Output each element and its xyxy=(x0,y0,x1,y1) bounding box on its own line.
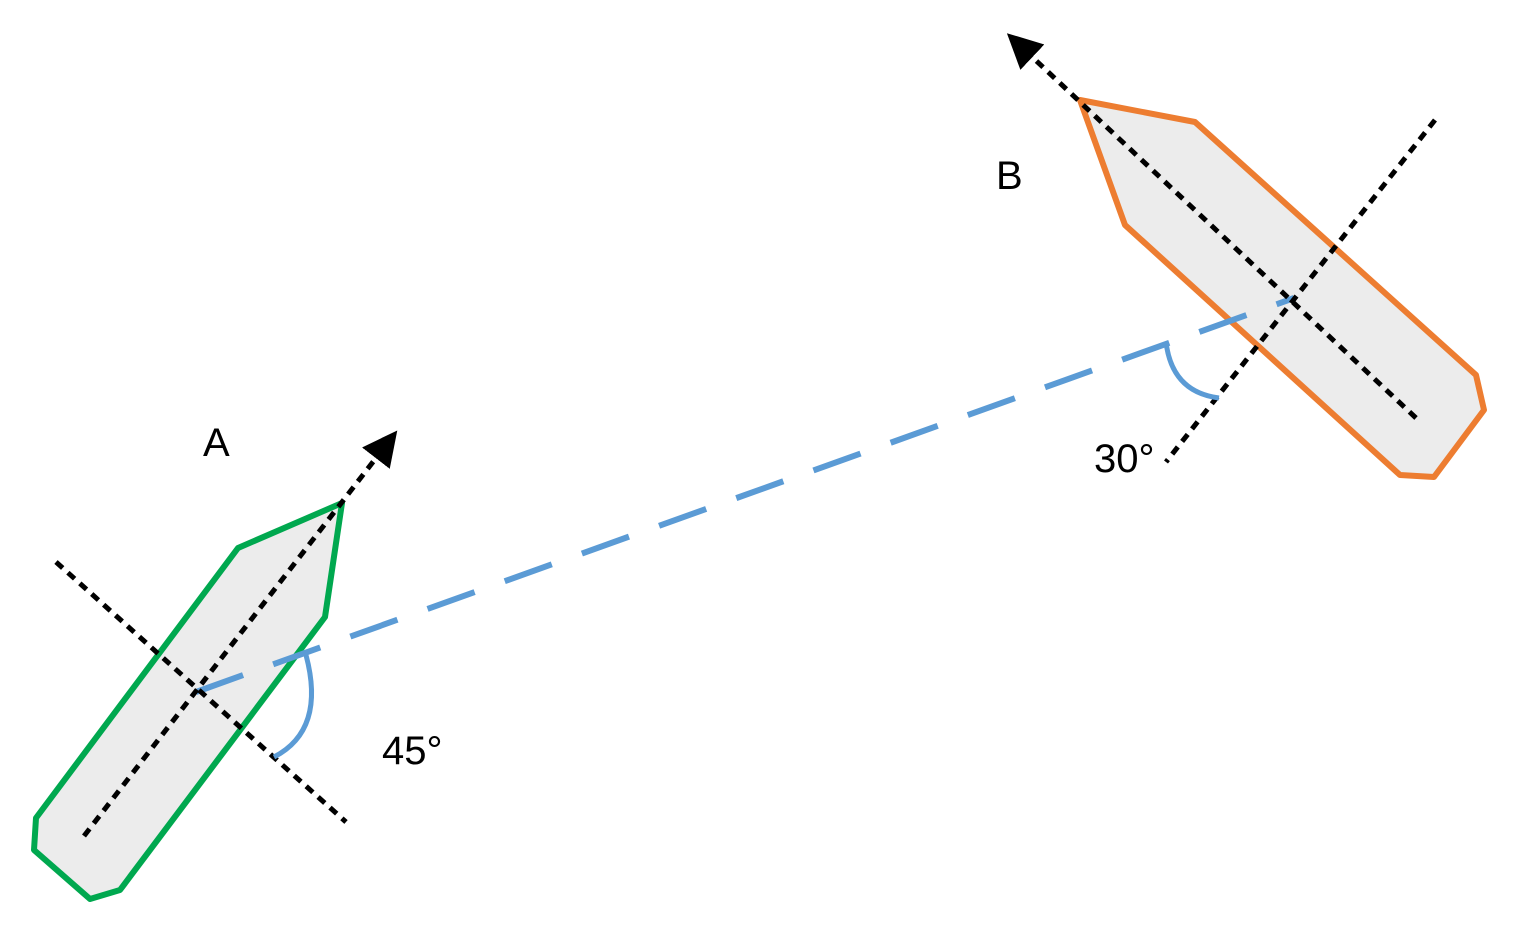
sight-line xyxy=(194,295,1296,695)
ship-b-label: B xyxy=(996,154,1023,198)
ship-a-beam-axis xyxy=(54,560,348,824)
angle-b-label: 30° xyxy=(1094,437,1155,481)
ship-a-label: A xyxy=(203,421,230,465)
ship-b-hull xyxy=(1077,97,1487,480)
angle-arc-a xyxy=(272,654,314,760)
ship-b-heading-axis xyxy=(1006,33,1418,420)
ship-a-heading-axis xyxy=(82,430,398,838)
ship-a-hull xyxy=(31,500,345,902)
angle-a-label: 45° xyxy=(382,729,443,773)
angle-arc-b xyxy=(1163,341,1220,401)
ship-b-beam-axis xyxy=(1164,118,1437,464)
